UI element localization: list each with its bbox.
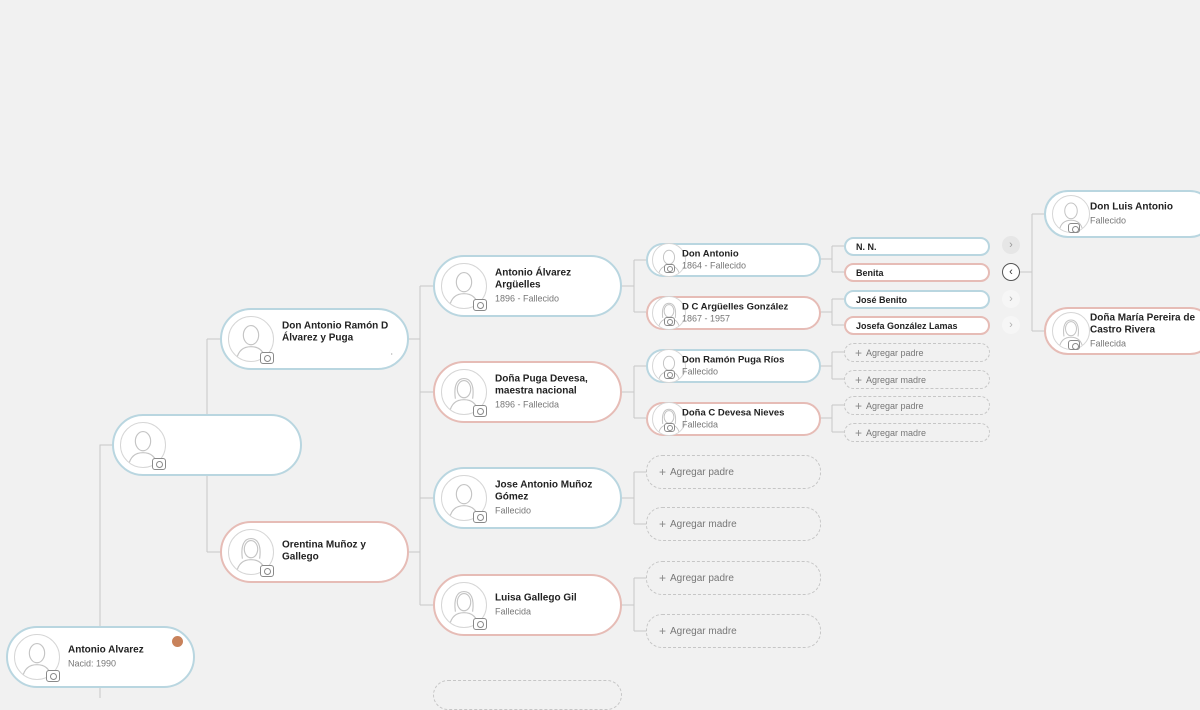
person-card-grandmother-paternal[interactable]: Doña Puga Devesa, maestra nacional 1896 … xyxy=(433,361,622,423)
add-photo-icon[interactable] xyxy=(473,405,487,417)
person-card-great-grandfather-1[interactable]: Don Antonio 1864 - Fallecido xyxy=(646,243,821,277)
person-name: Doña Puga Devesa, maestra nacional xyxy=(495,373,588,397)
person-name: Don Antonio xyxy=(682,248,739,260)
avatar-female xyxy=(652,402,686,436)
add-father-button[interactable]: +Agregar padre xyxy=(844,396,990,415)
person-dates: Fallecida xyxy=(495,606,532,617)
add-photo-icon[interactable] xyxy=(152,458,166,470)
person-card-mother[interactable]: Orentina Muñoz y Gallego xyxy=(220,521,409,583)
person-card-great-grandmother-2[interactable]: Doña C Devesa Nieves Fallecida xyxy=(646,402,821,436)
add-photo-icon[interactable] xyxy=(1068,340,1080,350)
person-card-grandfather-maternal[interactable]: Jose Antonio Muñoz Gómez Fallecido xyxy=(433,467,622,529)
person-card-far-ancestor-mother[interactable]: Doña María Pereira de Castro Rivera Fall… xyxy=(1044,307,1200,355)
add-photo-icon[interactable] xyxy=(664,370,675,379)
plus-icon: + xyxy=(659,571,667,585)
add-photo-icon[interactable] xyxy=(1068,223,1080,233)
person-dates: Fallecido xyxy=(1090,215,1127,226)
add-mother-button[interactable]: +Agregar madre xyxy=(844,423,990,442)
person-dates: 1896 - Fallecida xyxy=(495,399,560,410)
person-pill[interactable]: Josefa González Lamas xyxy=(844,316,990,335)
add-father-button[interactable]: +Agregar padre xyxy=(646,561,821,595)
person-name: Luisa Gallego Gil xyxy=(495,592,577,604)
avatar-male xyxy=(120,422,166,468)
person-card-far-ancestor-father[interactable]: Don Luis Antonio Fallecido xyxy=(1044,190,1200,238)
person-dates: 1864 - Fallecido xyxy=(682,260,747,271)
person-card-great-grandmother-1[interactable]: D C Argüelles González 1867 - 1957 xyxy=(646,296,821,330)
add-photo-icon[interactable] xyxy=(473,618,487,630)
person-name: Don Antonio Ramón D Álvarez y Puga xyxy=(282,320,389,344)
add-photo-icon[interactable] xyxy=(664,264,675,273)
person-pill[interactable]: N. N. xyxy=(844,237,990,256)
person-card-parent[interactable] xyxy=(112,414,302,476)
person-name: Don Luis Antonio xyxy=(1090,201,1173,213)
person-dates: Fallecida xyxy=(1090,338,1127,349)
expand-chevron-right-icon[interactable]: › xyxy=(1002,316,1020,334)
person-dates: Fallecida xyxy=(682,419,719,430)
person-dates: . xyxy=(390,346,393,357)
plus-icon: + xyxy=(659,517,667,531)
expand-chevron-right-icon[interactable]: › xyxy=(1002,236,1020,254)
person-dates: 1896 - Fallecido xyxy=(495,293,560,304)
add-mother-button[interactable]: +Agregar madre xyxy=(646,507,821,541)
add-photo-icon[interactable] xyxy=(664,423,675,432)
person-name: D C Argüelles González xyxy=(682,301,789,313)
person-card-grandmother-maternal[interactable]: Luisa Gallego Gil Fallecida xyxy=(433,574,622,636)
add-photo-icon[interactable] xyxy=(260,352,274,364)
add-photo-icon[interactable] xyxy=(473,511,487,523)
add-photo-icon[interactable] xyxy=(46,670,60,682)
add-father-button[interactable]: +Agregar padre xyxy=(844,343,990,362)
notification-badge-icon[interactable] xyxy=(171,635,184,648)
person-dates: Fallecido xyxy=(495,505,532,516)
add-photo-icon[interactable] xyxy=(473,299,487,311)
add-photo-icon[interactable] xyxy=(260,565,274,577)
person-name: Don Ramón Puga Ríos xyxy=(682,354,785,366)
plus-icon: + xyxy=(855,398,863,413)
collapse-chevron-left-icon[interactable]: ‹ xyxy=(1002,263,1020,281)
person-card-father[interactable]: Don Antonio Ramón D Álvarez y Puga . xyxy=(220,308,409,370)
person-name: Antonio Alvarez xyxy=(68,644,144,656)
plus-icon: + xyxy=(855,425,863,440)
add-father-button[interactable]: +Agregar padre xyxy=(646,455,821,489)
add-mother-button[interactable]: +Agregar madre xyxy=(646,614,821,648)
add-mother-button[interactable]: +Agregar madre xyxy=(844,370,990,389)
person-dates: 1867 - 1957 xyxy=(682,313,731,324)
person-pill[interactable]: Benita xyxy=(844,263,990,282)
plus-icon: + xyxy=(659,624,667,638)
person-card-root[interactable]: Antonio Alvarez Nacid: 1990 xyxy=(6,626,195,688)
person-name: Doña C Devesa Nieves xyxy=(682,407,785,419)
person-card-great-grandfather-2[interactable]: Don Ramón Puga Ríos Fallecido xyxy=(646,349,821,383)
person-name: Orentina Muñoz y Gallego xyxy=(282,539,366,563)
add-photo-icon[interactable] xyxy=(664,317,675,326)
person-name: Antonio Álvarez Argüelles xyxy=(495,267,572,291)
plus-icon: + xyxy=(659,465,667,479)
person-pill[interactable]: José Benito xyxy=(844,290,990,309)
plus-icon: + xyxy=(855,345,863,360)
person-card-grandfather-paternal[interactable]: Antonio Álvarez Argüelles 1896 - Falleci… xyxy=(433,255,622,317)
person-dates: Nacid: 1990 xyxy=(68,658,117,669)
person-name: Jose Antonio Muñoz Gómez xyxy=(495,479,593,503)
person-dates: Fallecido xyxy=(682,366,719,377)
plus-icon: + xyxy=(855,372,863,387)
expand-chevron-right-icon[interactable]: › xyxy=(1002,290,1020,308)
placeholder-card xyxy=(433,680,622,710)
person-name: Doña María Pereira de Castro Rivera xyxy=(1090,312,1196,336)
